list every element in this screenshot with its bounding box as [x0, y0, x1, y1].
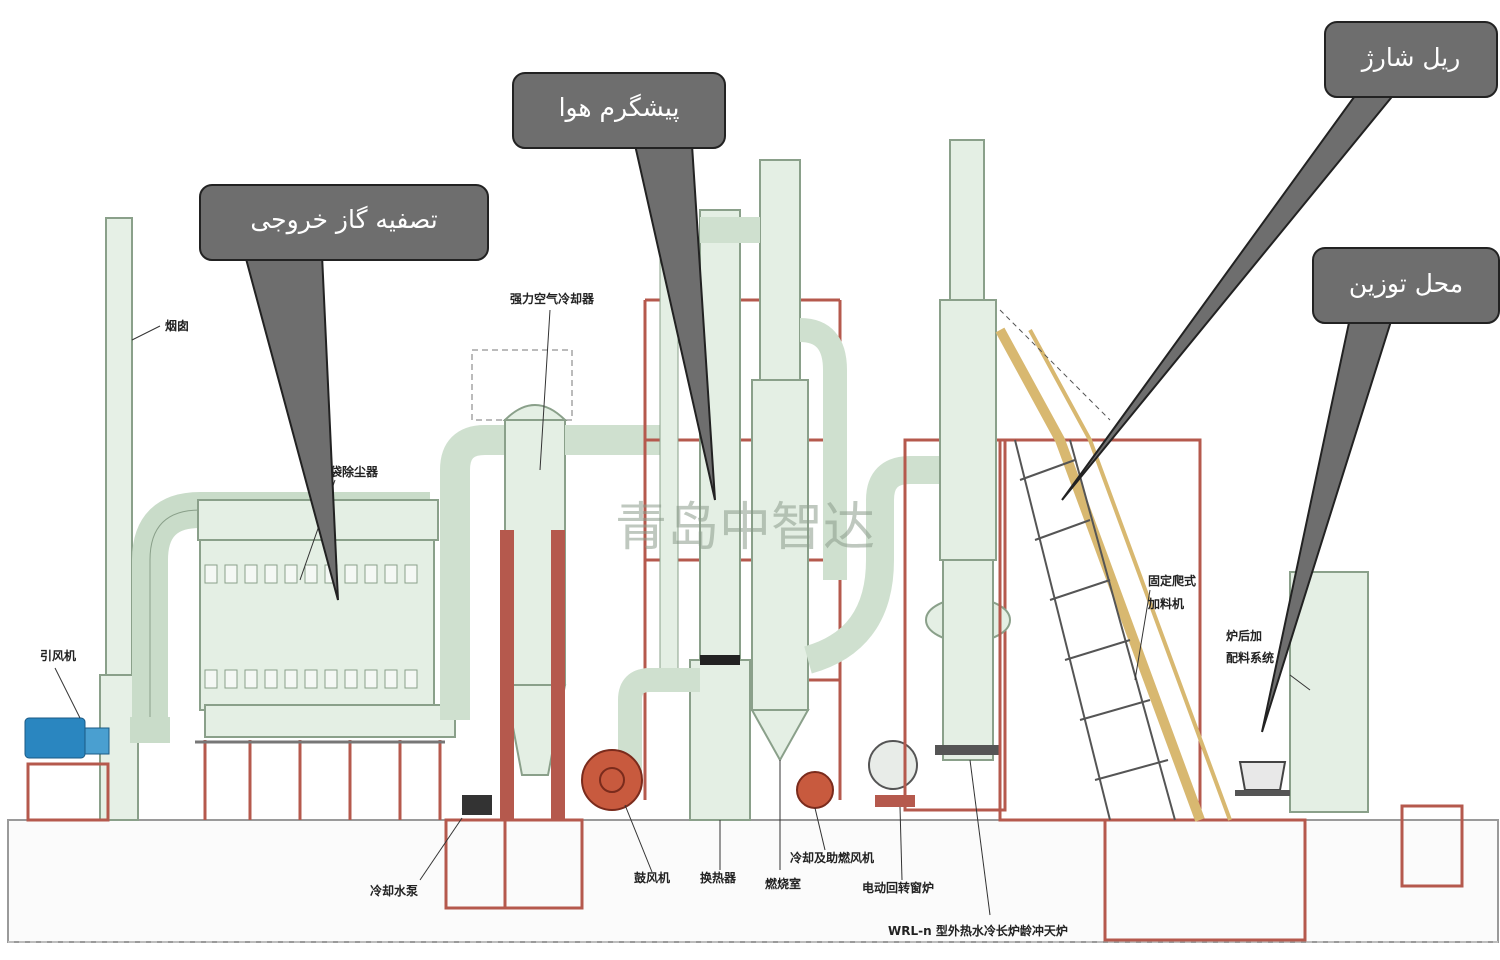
bag-filter-label: 袋除尘器 — [329, 464, 379, 479]
callout-exhaust-gas: تصفیه گاز خروجی — [199, 184, 489, 601]
combustion-label: 燃烧室 — [765, 876, 801, 891]
pump-label: 冷却水泵 — [370, 883, 418, 898]
feeder-label-2: 加料机 — [1147, 596, 1184, 611]
induced-draft-fan — [24, 667, 110, 822]
batching-system — [1235, 571, 1369, 813]
watermark: 青岛中智达 — [615, 498, 875, 558]
callout-weighing-text: محل توزین — [1349, 269, 1463, 298]
bag-filter — [130, 479, 456, 820]
callout-exhaust-text: تصفیه گاز خروجی — [250, 205, 437, 235]
preheater — [618, 159, 945, 821]
charging-rail — [995, 309, 1232, 822]
fan-label: 引风机 — [40, 648, 76, 663]
batching-label-2: 配料系统 — [1226, 650, 1274, 665]
cupola-label: WRL-n 型外热水冷长炉龄冲天炉 — [888, 923, 1068, 938]
air-cooler-label: 强力空气冷却器 — [510, 291, 595, 306]
chimney-label: 烟囱 — [165, 318, 189, 333]
callout-preheater: پیشگرم هوا — [512, 72, 726, 501]
callout-weighing: محل توزین — [1261, 247, 1500, 733]
rotary-furnace-label: 电动回转窗炉 — [862, 880, 934, 895]
feeder-label-1: 固定爬式 — [1148, 573, 1196, 588]
callout-charging-rail: ریل شارژ — [1061, 21, 1498, 501]
heat-exchanger-label: 换热器 — [700, 870, 737, 885]
air-cooler — [471, 309, 660, 820]
cooling-water-pump — [419, 795, 492, 881]
cupola-furnace — [903, 139, 1011, 916]
blower-label: 鼓风机 — [634, 870, 670, 885]
cooling-combustion-fan — [796, 771, 834, 851]
callout-rail-text: ریل شارژ — [1360, 43, 1461, 72]
blower — [581, 749, 653, 873]
callout-preheater-text: پیشگرم هوا — [559, 93, 680, 122]
cooling-fan-label: 冷却及助燃风机 — [790, 850, 874, 865]
foundation — [7, 804, 1499, 943]
batching-label-1: 炉后加 — [1226, 628, 1262, 643]
duct-filter-cooler — [440, 425, 510, 720]
